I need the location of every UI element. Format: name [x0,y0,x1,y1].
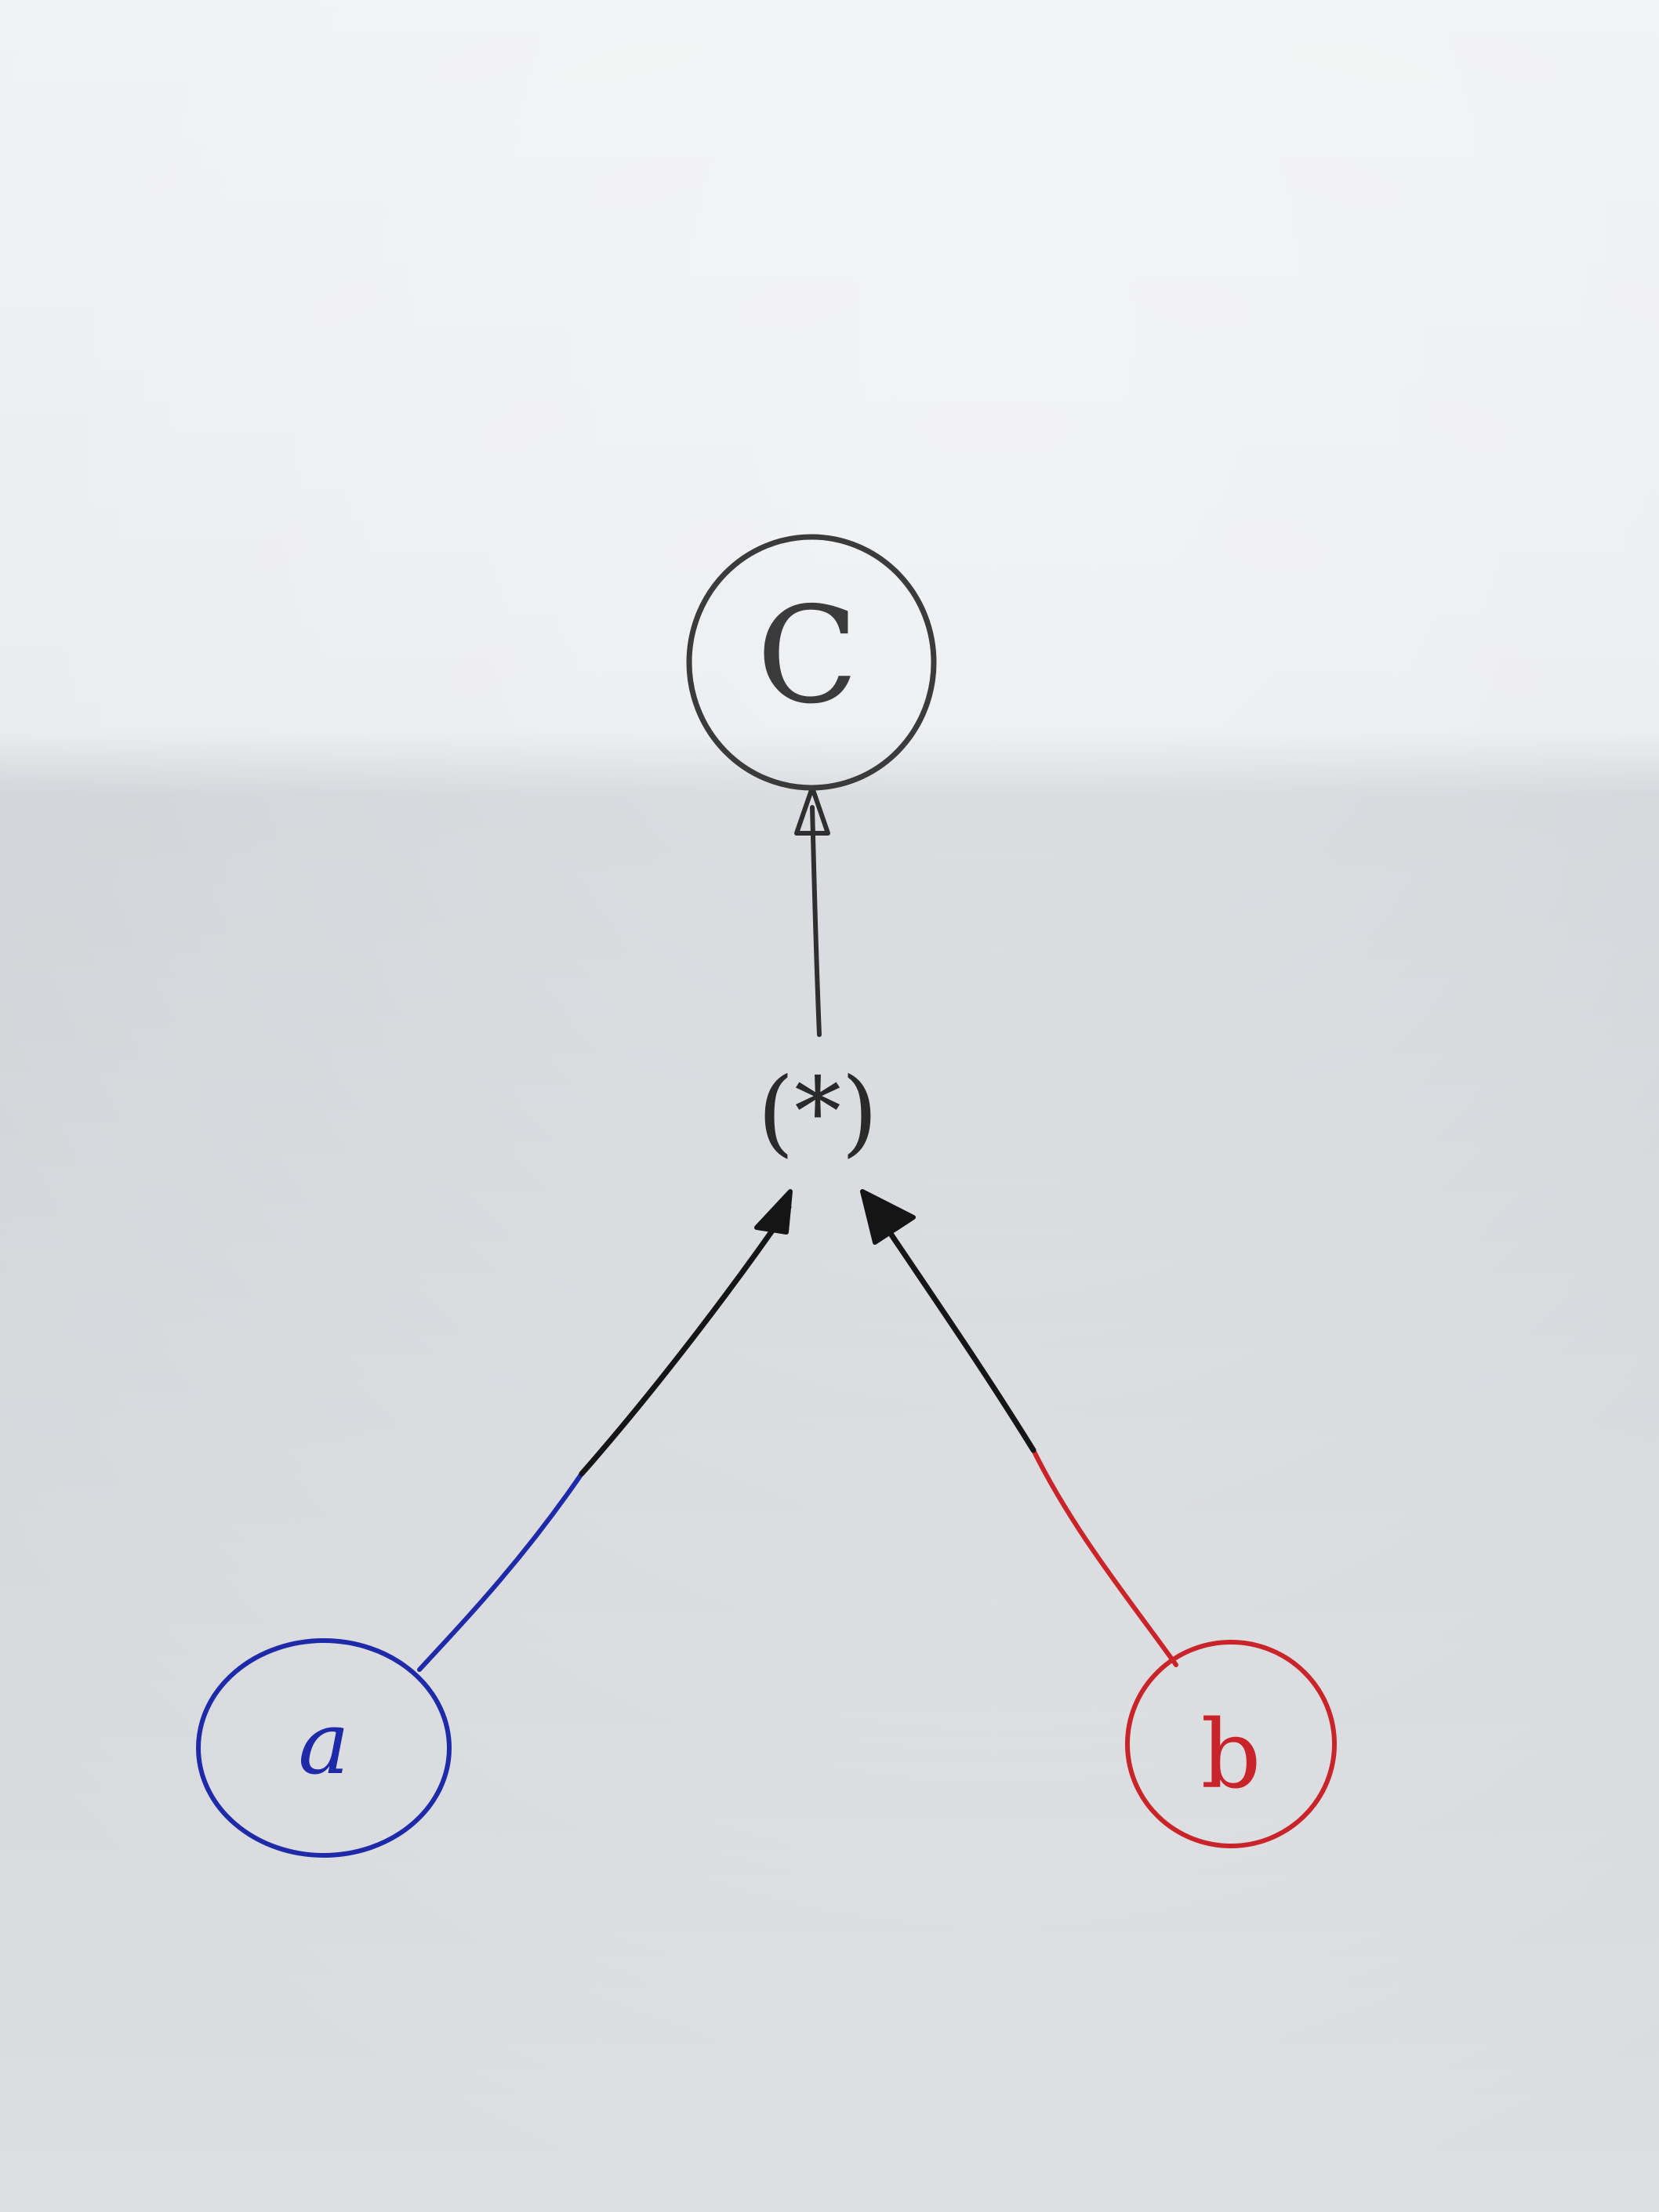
arrowhead-icon [860,1189,916,1245]
node-b: b [1125,1640,1337,1848]
node-a: a [196,1638,452,1858]
node-a-label: a [298,1693,350,1793]
arrowhead-icon [794,785,830,836]
node-c-circle [686,534,937,791]
edge-b-to-op [860,1189,1178,1667]
node-b-circle [1125,1640,1337,1848]
node-c-label: C [757,578,859,734]
node-a-circle [196,1638,452,1858]
edge-a-to-op [417,1189,793,1672]
edge-op-to-c [794,785,830,1037]
node-multiply-op: (*) [757,1058,878,1167]
node-b-label: b [1201,1701,1261,1810]
node-c: C [686,534,937,791]
arrowhead-icon [754,1189,793,1235]
node-op-label: (*) [757,1058,878,1167]
